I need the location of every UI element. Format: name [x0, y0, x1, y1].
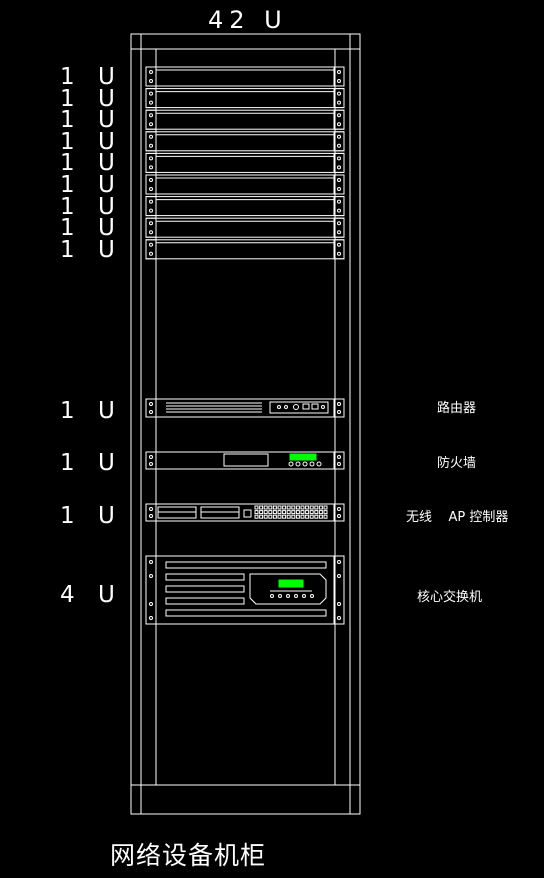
blank-panel — [145, 217, 345, 238]
firewall-label: 防火墙 — [437, 456, 477, 471]
firewall-size-label: 1 U — [60, 450, 123, 476]
ap-port — [323, 505, 328, 510]
core-switch-size-label: 4 U — [60, 582, 123, 608]
ap-port — [282, 505, 287, 510]
ap-port — [291, 510, 296, 515]
ap-port — [286, 510, 291, 515]
rack-height-label: 42 U — [208, 6, 288, 34]
ap-port — [286, 514, 291, 519]
ap-port — [305, 514, 310, 519]
ap-port — [268, 505, 273, 510]
blank-panels — [145, 66, 345, 260]
ap-port — [309, 514, 314, 519]
cabinet-frame — [130, 33, 361, 815]
blank-panel — [145, 66, 345, 87]
ap-port — [300, 514, 305, 519]
ap-port — [300, 505, 305, 510]
ap-port — [309, 505, 314, 510]
ap-port — [259, 510, 264, 515]
ap-port — [286, 505, 291, 510]
blank-panel — [145, 174, 345, 195]
ap-port — [305, 510, 310, 515]
ap-port-grid — [254, 505, 328, 519]
ap-port — [259, 505, 264, 510]
blank-panel-size-label: 1 U — [60, 107, 123, 134]
ap-port — [277, 510, 282, 515]
ap-port — [259, 514, 264, 519]
blank-panel-size-label: 1 U — [60, 215, 123, 242]
ap-controller-device — [145, 503, 345, 522]
ap-port — [263, 505, 268, 510]
ap-port — [254, 505, 259, 510]
ap-port — [295, 505, 300, 510]
firewall-device — [145, 451, 345, 470]
blank-panel — [145, 152, 345, 173]
ap-port — [295, 514, 300, 519]
ap-controller-label: 无线 AP 控制器 — [406, 510, 509, 525]
blank-panel — [145, 131, 345, 152]
ap-port — [323, 514, 328, 519]
ap-controller-size-label: 1 U — [60, 503, 123, 529]
ap-port — [277, 505, 282, 510]
blank-panel — [145, 109, 345, 130]
ap-port — [318, 514, 323, 519]
blank-panel-size-label: 1 U — [60, 236, 123, 263]
blank-panel-size-label: 1 U — [60, 64, 123, 90]
blank-panel-size-label: 1 U — [60, 128, 123, 155]
diagram-title: 网络设备机柜 — [110, 841, 267, 870]
ap-port — [318, 505, 323, 510]
core-switch-label: 核心交换机 — [417, 590, 483, 605]
ap-port — [254, 510, 259, 515]
ap-port — [268, 510, 273, 515]
ap-port — [282, 510, 287, 515]
ap-port — [318, 510, 323, 515]
ap-port — [272, 510, 277, 515]
core-switch-device — [145, 555, 345, 625]
ap-port — [314, 505, 319, 510]
router-device — [145, 398, 345, 418]
ap-port — [291, 505, 296, 510]
blank-panel — [145, 196, 345, 217]
ap-port — [300, 510, 305, 515]
router-size-label: 1 U — [60, 398, 123, 424]
ap-port — [272, 514, 277, 519]
ap-port — [268, 514, 273, 519]
ap-port — [263, 510, 268, 515]
core-switch-display — [278, 579, 304, 588]
ap-port — [277, 514, 282, 519]
ap-port — [314, 514, 319, 519]
ap-port — [282, 514, 287, 519]
ap-port — [263, 514, 268, 519]
blank-panel — [145, 88, 345, 109]
blank-panel-size-label: 1 U — [60, 150, 123, 177]
ap-port — [309, 510, 314, 515]
blank-panel — [145, 239, 345, 260]
ap-port — [254, 514, 259, 519]
ap-port — [291, 514, 296, 519]
blank-panel-size-label: 1 U — [60, 172, 123, 198]
ap-port — [305, 505, 310, 510]
ap-port — [323, 510, 328, 515]
router-label: 路由器 — [437, 401, 477, 416]
ap-port — [295, 510, 300, 515]
ap-port — [314, 510, 319, 515]
ap-port — [272, 505, 277, 510]
blank-panel-size-label: 1 U — [60, 193, 123, 220]
blank-panel-size-label: 1 U — [60, 85, 123, 112]
firewall-display — [289, 453, 317, 461]
